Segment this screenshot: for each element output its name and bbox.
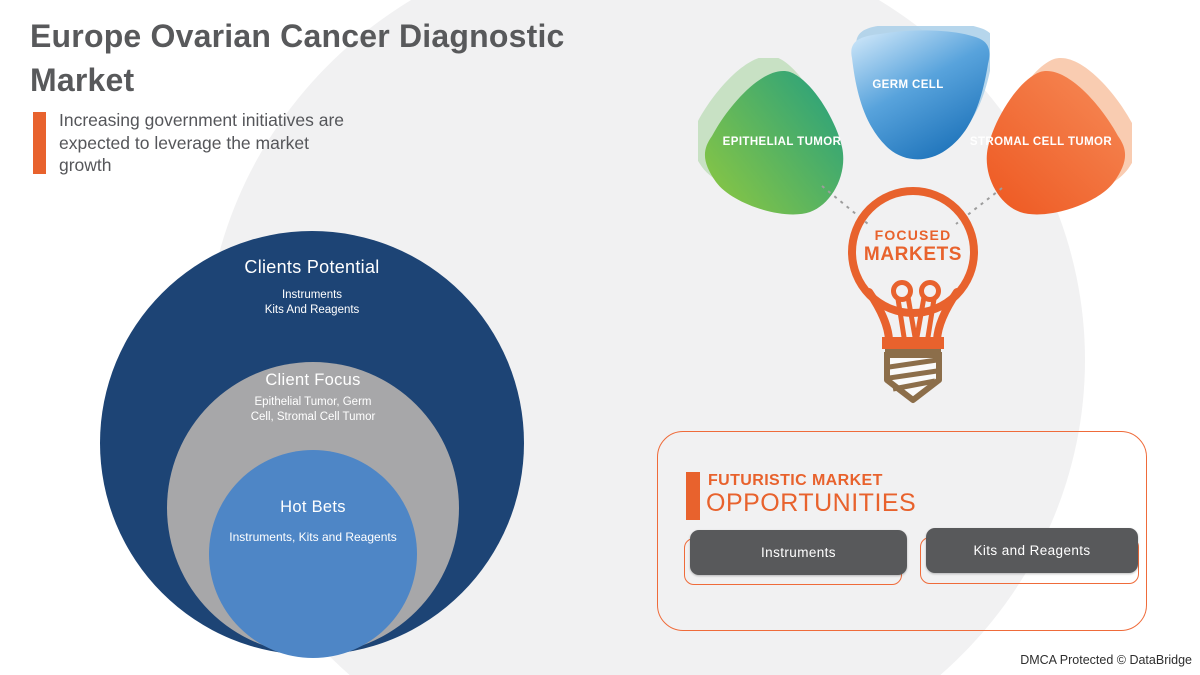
opportunities-accent-bar: [686, 472, 700, 520]
client-focus-sub-line1: Epithelial Tumor, Germ: [254, 396, 372, 408]
germ-cell-label: GERM CELL: [872, 79, 944, 91]
light-bulb-icon: [848, 187, 978, 403]
subtitle-line2: expected to leverage the market: [59, 132, 310, 153]
page-title: Europe Ovarian Cancer Diagnostic Market: [30, 14, 565, 102]
subtitle-line3: growth: [59, 155, 112, 175]
client-focus-title: Client Focus: [265, 371, 361, 389]
kits-reagents-button[interactable]: Kits and Reagents: [926, 528, 1138, 573]
hot-bets-text: Hot Bets Instruments, Kits and Reagents: [209, 498, 417, 545]
stromal-cell-tumor-segment: STROMAL CELL TUMOR: [970, 58, 1132, 223]
subtitle-line1: Increasing government initiatives are: [59, 110, 345, 130]
clients-potential-title: Clients Potential: [244, 257, 380, 277]
client-focus-text: Client Focus Epithelial Tumor, Germ Cell…: [167, 371, 459, 424]
focused-markets-line2: MARKETS: [863, 244, 963, 265]
germ-cell-blob-icon: [851, 26, 990, 160]
epithelial-tumor-blob-icon: [698, 58, 844, 215]
stromal-cell-tumor-blob-icon: [986, 58, 1132, 215]
clients-potential-sub-line2: Kits And Reagents: [264, 303, 360, 316]
clients-potential-sub: Instruments Kits And Reagents: [100, 288, 524, 317]
subtitle-accent-bar: [33, 112, 46, 174]
epithelial-tumor-segment: EPITHELIAL TUMOR: [698, 58, 858, 230]
page-title-line2: Market: [30, 62, 135, 98]
page-subtitle: Increasing government initiatives are ex…: [59, 109, 344, 177]
instruments-button[interactable]: Instruments: [690, 530, 907, 575]
opportunities-heading-line2: OPPORTUNITIES: [706, 489, 917, 517]
hot-bets-circle: [209, 450, 417, 658]
client-focus-sub: Epithelial Tumor, Germ Cell, Stromal Cel…: [167, 395, 459, 424]
epithelial-tumor-label: EPITHELIAL TUMOR: [722, 136, 842, 148]
clients-potential-sub-line1: Instruments: [281, 289, 343, 301]
opportunities-panel: [657, 431, 1147, 631]
focused-markets-line1: FOCUSED: [874, 227, 952, 243]
opportunities-heading-line1: FUTURISTIC MARKET: [708, 472, 883, 489]
clients-potential-text: Clients Potential Instruments Kits And R…: [100, 257, 524, 317]
page-title-line1: Europe Ovarian Cancer Diagnostic: [30, 18, 565, 54]
hot-bets-title: Hot Bets: [280, 498, 346, 516]
client-focus-sub-line2: Cell, Stromal Cell Tumor: [250, 410, 376, 423]
stromal-cell-tumor-label: STROMAL CELL TUMOR: [969, 136, 1113, 148]
germ-cell-segment: GERM CELL: [840, 26, 990, 161]
dmca-watermark: DMCA Protected © DataBridge: [1020, 653, 1192, 667]
focused-markets-text: FOCUSED MARKETS: [843, 227, 983, 266]
hot-bets-sub: Instruments, Kits and Reagents: [229, 530, 397, 544]
